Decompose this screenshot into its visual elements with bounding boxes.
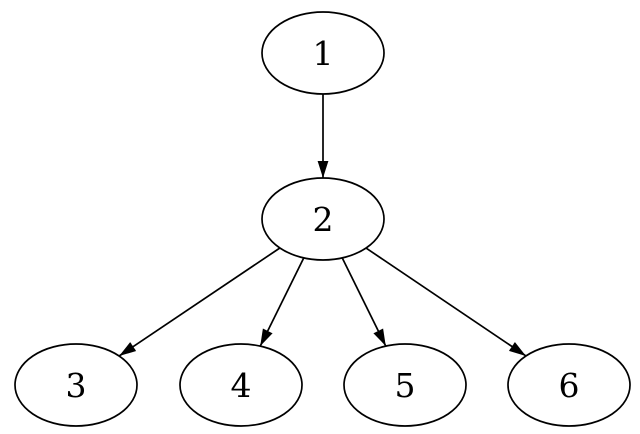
graph-node-5: 5 — [343, 343, 467, 427]
node-ellipse-4 — [179, 343, 303, 427]
graph-node-6: 6 — [507, 343, 631, 427]
edge-2-3 — [118, 247, 281, 357]
node-label-4: 4 — [231, 366, 252, 405]
graph-node-3: 3 — [14, 343, 138, 427]
graph-node-2: 2 — [261, 177, 385, 261]
edges-layer — [118, 94, 527, 357]
edge-2-5 — [341, 257, 387, 347]
node-label-6: 6 — [559, 366, 580, 405]
edge-2-4 — [259, 257, 305, 347]
node-ellipse-1 — [261, 11, 385, 95]
graph-node-4: 4 — [179, 343, 303, 427]
node-ellipse-6 — [507, 343, 631, 427]
node-ellipse-2 — [261, 177, 385, 261]
graph-node-1: 1 — [261, 11, 385, 95]
node-ellipse-5 — [343, 343, 467, 427]
node-label-3: 3 — [66, 366, 87, 405]
node-label-1: 1 — [313, 34, 334, 73]
node-ellipse-3 — [14, 343, 138, 427]
nodes-layer: 1 2 3 4 5 6 — [14, 11, 631, 427]
node-label-2: 2 — [313, 200, 334, 239]
edge-2-6 — [365, 247, 527, 357]
node-label-5: 5 — [395, 366, 416, 405]
